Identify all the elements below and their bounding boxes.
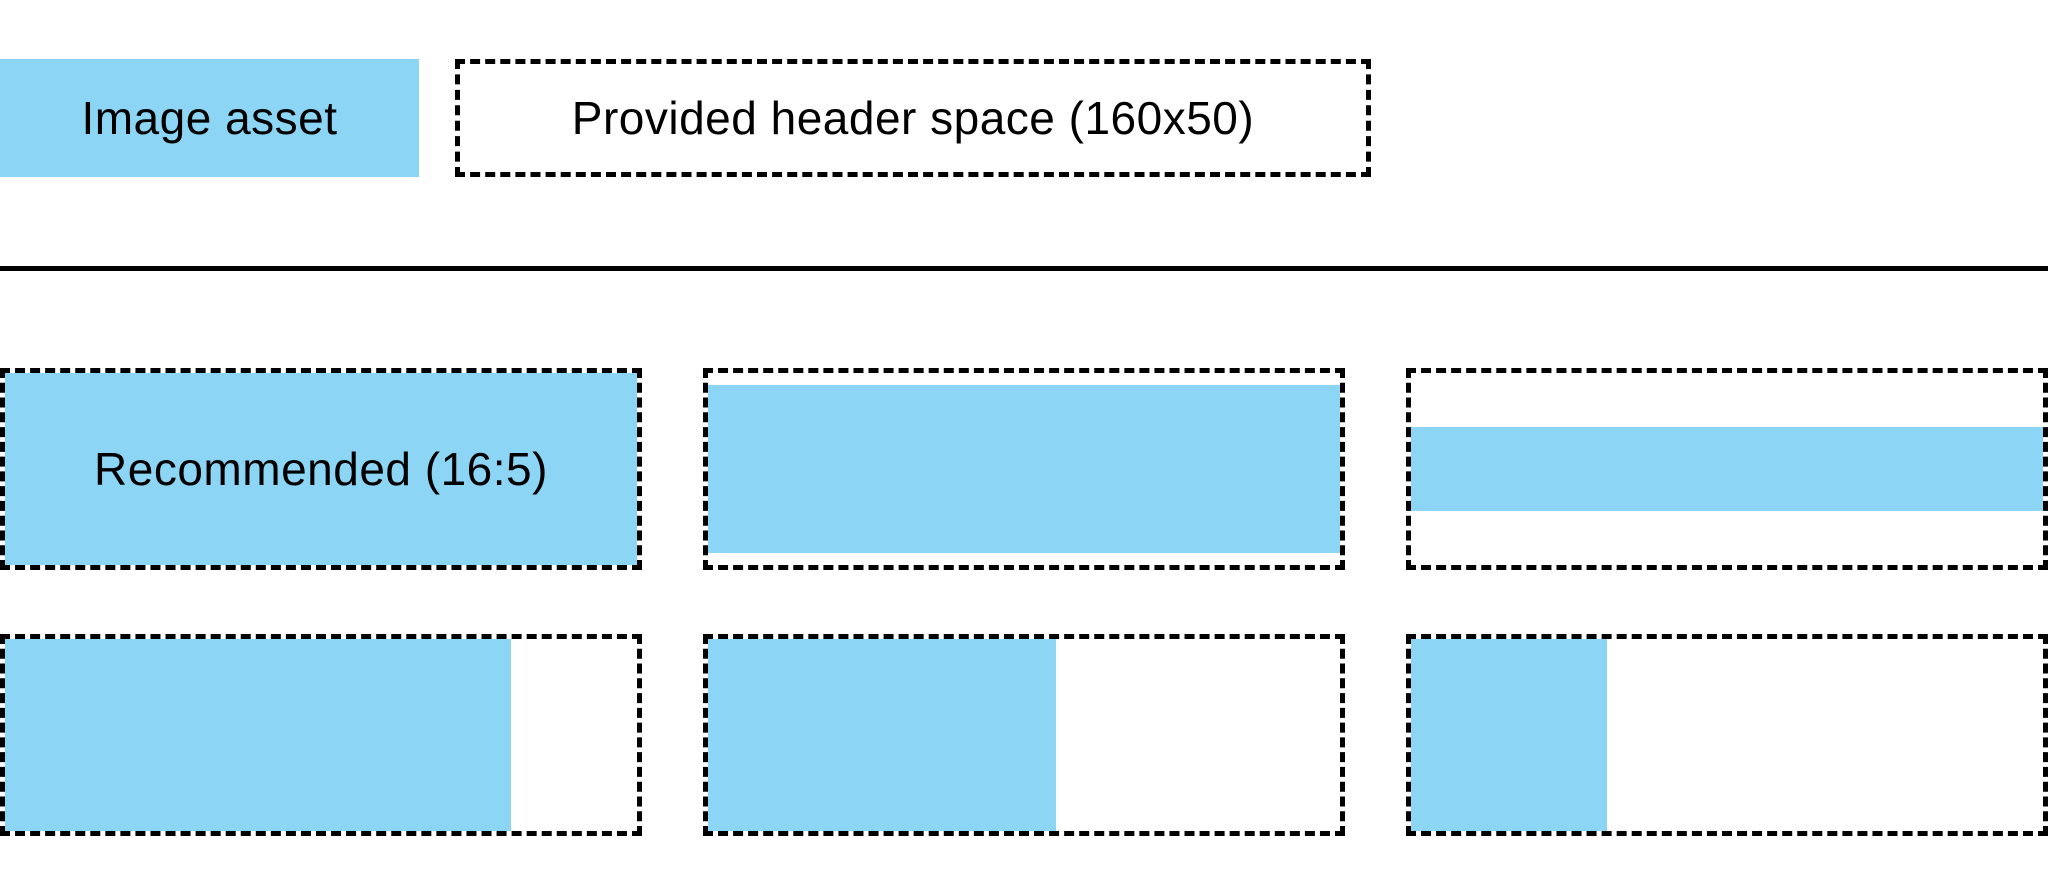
image-asset-fill — [708, 385, 1340, 553]
cell-taller-asset-fit-height — [703, 634, 1345, 836]
legend-header-space-box: Provided header space (160x50) — [455, 59, 1371, 177]
image-asset-fill — [1411, 639, 1607, 831]
header-space-area — [708, 373, 1340, 565]
section-divider — [0, 266, 2048, 271]
image-asset-fill — [708, 639, 1056, 831]
header-space-area — [5, 639, 637, 831]
legend-header-space-label: Provided header space (160x50) — [571, 92, 1255, 144]
header-space-area — [1411, 639, 2043, 831]
cell-very-wide-asset-fit-width — [1406, 368, 2048, 570]
recommended-label: Recommended (16:5) — [94, 443, 548, 495]
cell-tall-asset-fit-height — [0, 634, 642, 836]
cell-recommended-16x5: Recommended (16:5) — [0, 368, 642, 570]
cell-tallest-asset-fit-height — [1406, 634, 2048, 836]
legend-image-asset-label: Image asset — [81, 92, 338, 144]
header-space-area — [708, 639, 1340, 831]
legend-image-asset-swatch: Image asset — [0, 59, 419, 177]
image-asset-fill — [5, 639, 511, 831]
header-space-area — [1411, 373, 2043, 565]
image-asset-fill — [1411, 426, 2043, 512]
header-space-area: Recommended (16:5) — [5, 373, 637, 565]
image-asset-fill: Recommended (16:5) — [5, 373, 637, 565]
cell-wide-asset-fit-width — [703, 368, 1345, 570]
